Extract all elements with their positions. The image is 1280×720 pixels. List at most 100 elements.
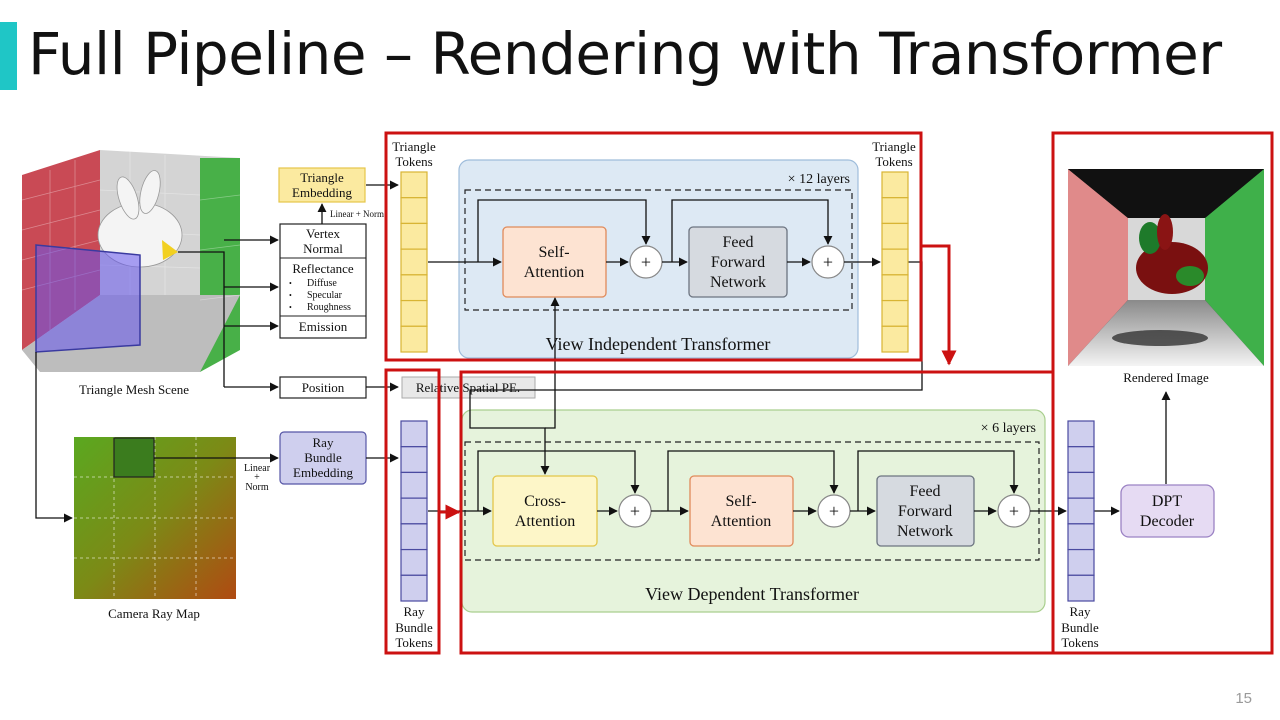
- triangle-tokens-label-in-1: Triangle: [392, 139, 436, 154]
- vd-self-attention-box: [689, 475, 794, 547]
- ray-bundle-tokens-output-cell: [1067, 420, 1095, 448]
- triangle-tokens-output-cell: [881, 248, 909, 276]
- ray-bundle-tokens-label-out-2: Bundle: [1061, 620, 1099, 635]
- vd-ffn-label-1: Feed: [909, 483, 940, 500]
- svg-text:•: •: [289, 291, 292, 300]
- triangle-tokens-input-cell: [400, 325, 428, 353]
- linear-norm-top-label: Linear + Norm: [330, 209, 384, 219]
- triangle-embedding-label-2: Embedding: [292, 185, 352, 200]
- vd-self-attention-label-1: Self-: [725, 493, 756, 510]
- triangle-tokens-output-column: [881, 171, 909, 353]
- camera-ray-map-label: Camera Ray Map: [108, 606, 200, 621]
- triangle-embedding-box: [278, 167, 366, 203]
- ray-bundle-tokens-input-column: [400, 420, 428, 602]
- triangle-tokens-output-cell: [881, 274, 909, 302]
- slide-title: Full Pipeline – Rendering with Transform…: [28, 20, 1222, 88]
- title-accent-bar: [0, 22, 17, 90]
- camera-ray-map-image: [74, 437, 236, 599]
- ray-bundle-tokens-output-cell: [1067, 548, 1095, 576]
- triangle-tokens-output-cell: [881, 222, 909, 250]
- ray-bundle-tokens-input-cell: [400, 471, 428, 499]
- rendered-image-label: Rendered Image: [1123, 370, 1209, 385]
- triangle-embedding-label-1: Triangle: [300, 170, 344, 185]
- triangle-tokens-input-column: [400, 171, 428, 353]
- triangle-tokens-label-out-2: Tokens: [875, 154, 912, 169]
- dpt-decoder-box: [1120, 484, 1215, 538]
- triangle-tokens-input-cell: [400, 171, 428, 199]
- ray-bundle-tokens-label-in-2: Bundle: [395, 620, 433, 635]
- vi-layer-block: [464, 189, 853, 311]
- triangle-mesh-scene-image: [21, 150, 241, 372]
- ray-bundle-tokens-input-cell: [400, 446, 428, 474]
- ray-bundle-tokens-output-cell: [1067, 497, 1095, 525]
- triangle-tokens-label-out-1: Triangle: [872, 139, 916, 154]
- vi-ffn-label-3: Network: [710, 274, 766, 291]
- vertex-normal-label-1: Vertex: [306, 226, 340, 241]
- ray-bundle-tokens-label-in-3: Tokens: [395, 635, 432, 650]
- ray-bundle-tokens-output-cell: [1067, 523, 1095, 551]
- triangle-tokens-output-cell: [881, 299, 909, 327]
- vd-add-node-1-label: +: [630, 501, 640, 521]
- page-number: 15: [1235, 690, 1252, 707]
- triangle-tokens-input-cell: [400, 222, 428, 250]
- vd-cross-attention-label-1: Cross-: [524, 493, 566, 510]
- triangle-tokens-output-cell: [881, 197, 909, 225]
- triangle-tokens-output-cell: [881, 325, 909, 353]
- relative-spatial-pe-label: Relative Spatial PE.: [416, 380, 520, 395]
- triangle-tokens-input-cell: [400, 274, 428, 302]
- vd-cross-attention-label-2: Attention: [515, 513, 575, 530]
- triangle-tokens-output-cell: [881, 171, 909, 199]
- triangle-mesh-scene-label: Triangle Mesh Scene: [79, 382, 189, 397]
- triangle-tokens-label-in-2: Tokens: [395, 154, 432, 169]
- ray-bundle-tokens-label-out-1: Ray: [1070, 604, 1091, 619]
- linear-norm-bottom-label-2: +: [254, 472, 260, 483]
- highlight-output-stage: [1051, 131, 1274, 655]
- vi-self-attention-box: [502, 226, 607, 298]
- vd-add-node-2-label: +: [829, 501, 839, 521]
- vi-self-attention-label-1: Self-: [538, 244, 569, 261]
- ray-bundle-tokens-input-cell: [400, 497, 428, 525]
- svg-text:•: •: [289, 303, 292, 312]
- red-arrow-vi-to-vd: [921, 244, 957, 366]
- ray-bundle-embedding-label-2: Bundle: [304, 450, 342, 465]
- vd-self-attention-label-2: Attention: [711, 513, 771, 530]
- ray-bundle-tokens-output-cell: [1067, 471, 1095, 499]
- ray-bundle-tokens-output-cell: [1067, 446, 1095, 474]
- ray-bundle-tokens-input-cell: [400, 420, 428, 448]
- triangle-attributes-box: [279, 223, 367, 339]
- ray-bundle-tokens-input-cell: [400, 523, 428, 551]
- vi-title: View Independent Transformer: [546, 334, 771, 354]
- ray-bundle-tokens-input-cell: [400, 548, 428, 576]
- emission-label: Emission: [299, 319, 348, 334]
- triangle-tokens-input-cell: [400, 299, 428, 327]
- vertex-normal-label-2: Normal: [303, 241, 343, 256]
- ray-bundle-tokens-label-out-3: Tokens: [1061, 635, 1098, 650]
- vd-ffn-label-2: Forward: [898, 503, 952, 520]
- vi-layers-label: × 12 layers: [788, 172, 850, 187]
- vd-title: View Dependent Transformer: [645, 584, 859, 604]
- vi-ffn-label-2: Forward: [711, 254, 765, 271]
- ray-bundle-tokens-output-column: [1067, 420, 1095, 602]
- vi-ffn-label-1: Feed: [722, 234, 753, 251]
- token-columns: [400, 171, 1095, 602]
- ray-bundle-tokens-label-in-1: Ray: [404, 604, 425, 619]
- vd-layers-label: × 6 layers: [981, 421, 1036, 436]
- reflectance-item-roughness: Roughness: [307, 302, 351, 313]
- reflectance-item-specular: Specular: [307, 290, 343, 301]
- svg-text:•: •: [289, 279, 292, 288]
- reflectance-item-diffuse: Diffuse: [307, 278, 337, 289]
- linear-norm-bottom-label-1: Linear: [244, 463, 271, 474]
- vd-ffn-label-3: Network: [897, 523, 953, 540]
- ray-bundle-embedding-label-3: Embedding: [293, 465, 353, 480]
- vi-self-attention-label-2: Attention: [524, 264, 584, 281]
- vd-add-node-3-label: +: [1009, 501, 1019, 521]
- vi-add-node-2-label: +: [823, 252, 833, 272]
- position-label: Position: [302, 380, 345, 395]
- ray-bundle-tokens-input-cell: [400, 574, 428, 602]
- dpt-decoder-label-1: DPT: [1152, 493, 1182, 510]
- dpt-decoder-label-2: Decoder: [1140, 513, 1195, 530]
- ray-bundle-tokens-output-cell: [1067, 574, 1095, 602]
- relative-spatial-pe-box: [401, 376, 536, 399]
- vd-layer-block: [464, 441, 1040, 561]
